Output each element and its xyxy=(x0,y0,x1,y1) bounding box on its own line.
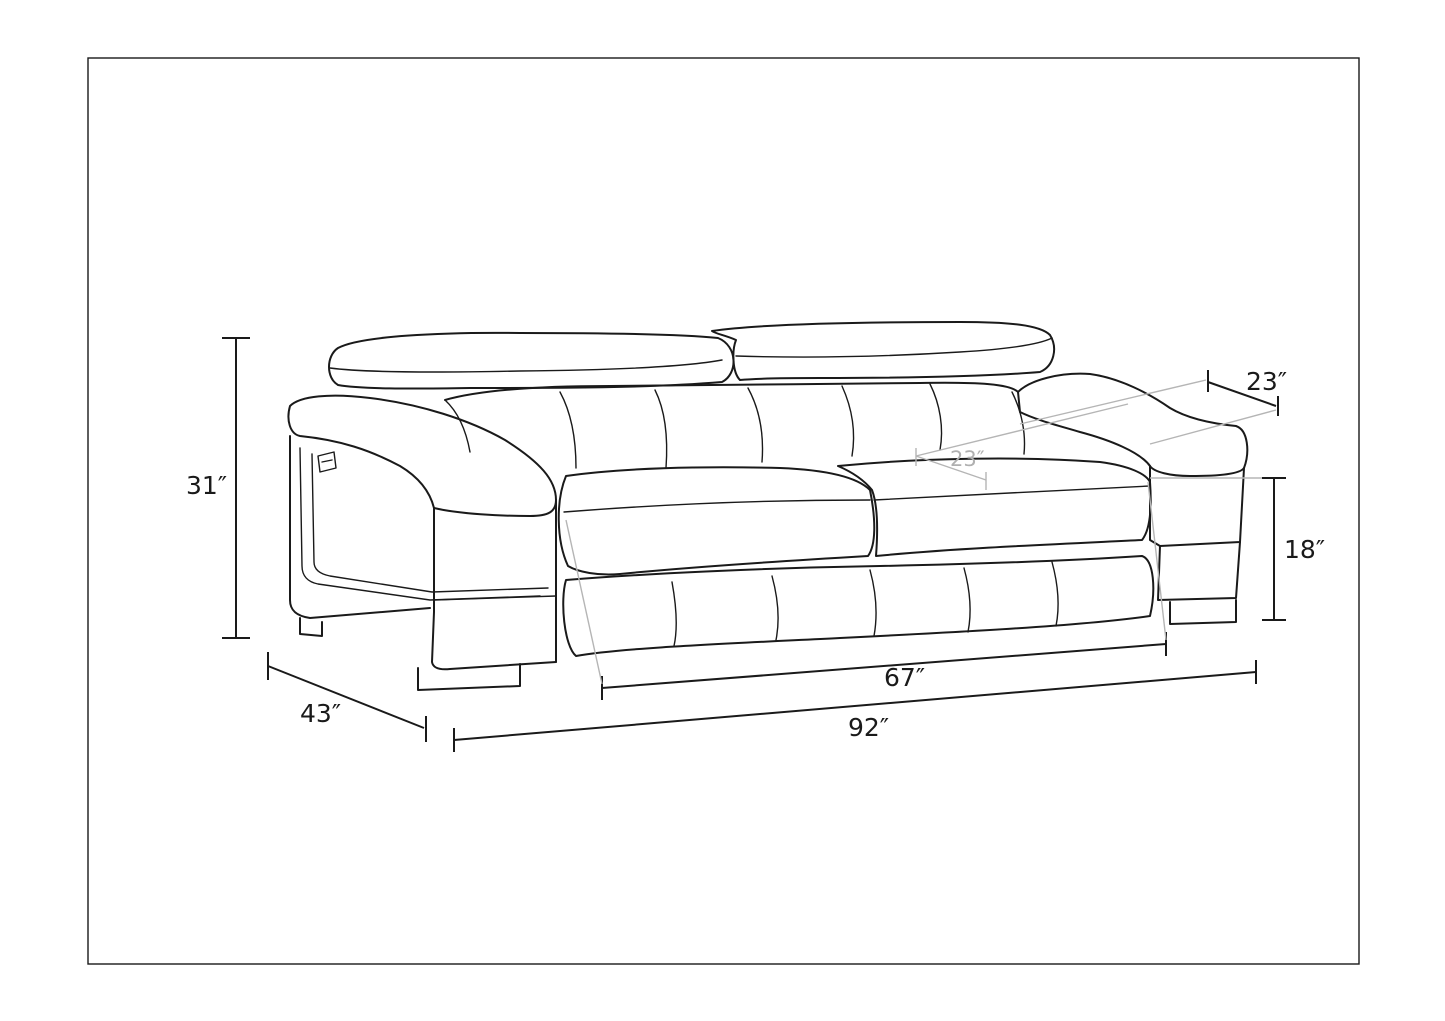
left-arm-panel xyxy=(299,447,541,601)
right-headrest-edge xyxy=(735,337,1053,358)
left-arm-front xyxy=(431,507,557,671)
sofa-illustration xyxy=(287,321,1249,691)
label-overall-height: 31″ xyxy=(186,471,227,500)
left-arm-face xyxy=(289,435,431,619)
dim-overall-width xyxy=(453,660,1257,752)
left-seat-cushion xyxy=(557,466,876,576)
dimension-lines: 31″ 43″ 92″ 67″ 18″ 23″ 23″ xyxy=(186,337,1325,752)
left-headrest-edge xyxy=(329,359,723,373)
back-tufting xyxy=(444,383,1026,469)
dim-seat-height xyxy=(1150,477,1286,621)
right-seat-cushion-edge xyxy=(873,485,1151,501)
dim-seat-depth xyxy=(915,403,1129,490)
left-arm-top xyxy=(287,394,557,517)
left-seat-cushion-edge xyxy=(563,499,871,513)
leg-back-left xyxy=(299,617,323,637)
dim-overall-depth xyxy=(267,652,427,742)
label-overall-depth: 43″ xyxy=(300,699,341,728)
left-arm-panel-inner xyxy=(311,453,549,593)
label-seat-depth: 23″ xyxy=(950,447,985,471)
label-seat-width: 67″ xyxy=(884,663,925,692)
left-arm-band xyxy=(433,595,557,601)
left-headrest xyxy=(328,331,735,390)
drawing-border xyxy=(87,57,1360,965)
dim-overall-height xyxy=(222,337,250,639)
label-seat-height: 18″ xyxy=(1284,535,1325,564)
right-arm-top xyxy=(1017,372,1249,477)
label-overall-width: 92″ xyxy=(848,713,889,742)
recline-handle xyxy=(317,451,337,473)
leg-front-right xyxy=(1169,599,1237,625)
label-arm-depth: 23″ xyxy=(1246,367,1287,396)
right-seat-cushion xyxy=(837,457,1152,557)
dim-seat-width xyxy=(565,481,1167,700)
front-base xyxy=(562,555,1155,657)
right-arm-base xyxy=(1157,541,1241,601)
backrest-top xyxy=(444,381,1019,401)
right-headrest xyxy=(711,321,1056,381)
base-tufting xyxy=(671,561,1059,647)
dim-arm-depth xyxy=(1019,370,1279,445)
leg-front-left xyxy=(417,663,521,691)
